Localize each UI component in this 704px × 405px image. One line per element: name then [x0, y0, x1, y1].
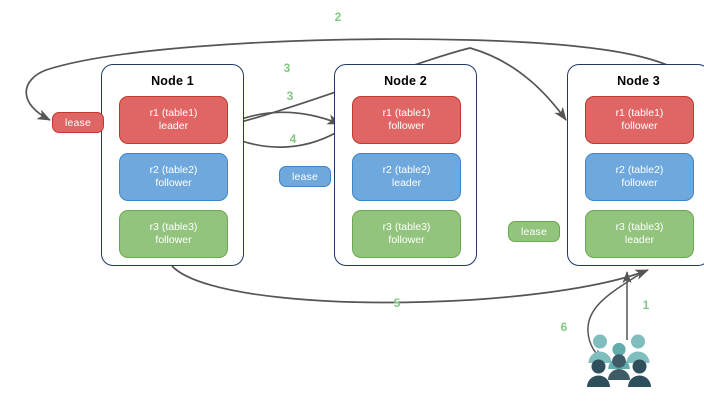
- replica-name: r1 (table1): [615, 107, 664, 119]
- lease-badge-r3[interactable]: lease: [508, 221, 560, 242]
- replica-node2-r1[interactable]: r1 (table1) follower: [352, 96, 461, 144]
- replica-name: r1 (table1): [382, 107, 431, 119]
- replica-name: r1 (table1): [149, 107, 198, 119]
- step-label-1: 1: [642, 298, 650, 312]
- edge-step-5: [171, 265, 649, 304]
- replica-role: follower: [155, 177, 192, 189]
- replica-role: follower: [388, 234, 425, 246]
- replica-name: r2 (table2): [149, 164, 198, 176]
- step-label-2: 2: [334, 10, 342, 24]
- step-label-5: 5: [393, 296, 401, 310]
- replica-role: leader: [158, 120, 189, 132]
- lease-label: lease: [64, 116, 92, 129]
- lease-label: lease: [291, 170, 319, 183]
- replica-role: leader: [624, 234, 655, 246]
- replica-role: follower: [388, 120, 425, 132]
- replica-node2-r2[interactable]: r2 (table2) leader: [352, 153, 461, 201]
- node-container-node1[interactable]: Node 1 r1 (table1) leader r2 (table2) fo…: [101, 64, 244, 266]
- node-container-node3[interactable]: Node 3 r1 (table1) follower r2 (table2) …: [567, 64, 704, 266]
- clients-actor[interactable]: [586, 331, 652, 387]
- replica-node1-r2[interactable]: r2 (table2) follower: [119, 153, 228, 201]
- replica-role: follower: [155, 234, 192, 246]
- replica-node3-r1[interactable]: r1 (table1) follower: [585, 96, 694, 144]
- replica-node1-r3[interactable]: r3 (table3) follower: [119, 210, 228, 258]
- replica-node1-r1[interactable]: r1 (table1) leader: [119, 96, 228, 144]
- replica-name: r2 (table2): [382, 164, 431, 176]
- step-label-4: 4: [289, 132, 297, 146]
- step-label-3b: 3: [286, 89, 294, 103]
- people-group-icon: [587, 334, 651, 387]
- replica-name: r2 (table2): [615, 164, 664, 176]
- replica-node3-r2[interactable]: r2 (table2) follower: [585, 153, 694, 201]
- replica-role: leader: [391, 177, 422, 189]
- node-title: Node 1: [151, 74, 194, 88]
- replica-node3-r3[interactable]: r3 (table3) leader: [585, 210, 694, 258]
- replica-name: r3 (table3): [149, 221, 198, 233]
- step-label-3a: 3: [283, 61, 291, 75]
- replica-name: r3 (table3): [382, 221, 431, 233]
- node-title: Node 3: [617, 74, 660, 88]
- replica-role: follower: [621, 120, 658, 132]
- lease-badge-r2[interactable]: lease: [279, 166, 331, 187]
- step-label-6: 6: [560, 320, 568, 334]
- lease-badge-r1[interactable]: lease: [52, 112, 104, 133]
- node-container-node2[interactable]: Node 2 r1 (table1) follower r2 (table2) …: [334, 64, 477, 266]
- replica-role: follower: [621, 177, 658, 189]
- replica-node2-r3[interactable]: r3 (table3) follower: [352, 210, 461, 258]
- replica-name: r3 (table3): [615, 221, 664, 233]
- node-title: Node 2: [384, 74, 427, 88]
- lease-label: lease: [520, 225, 548, 238]
